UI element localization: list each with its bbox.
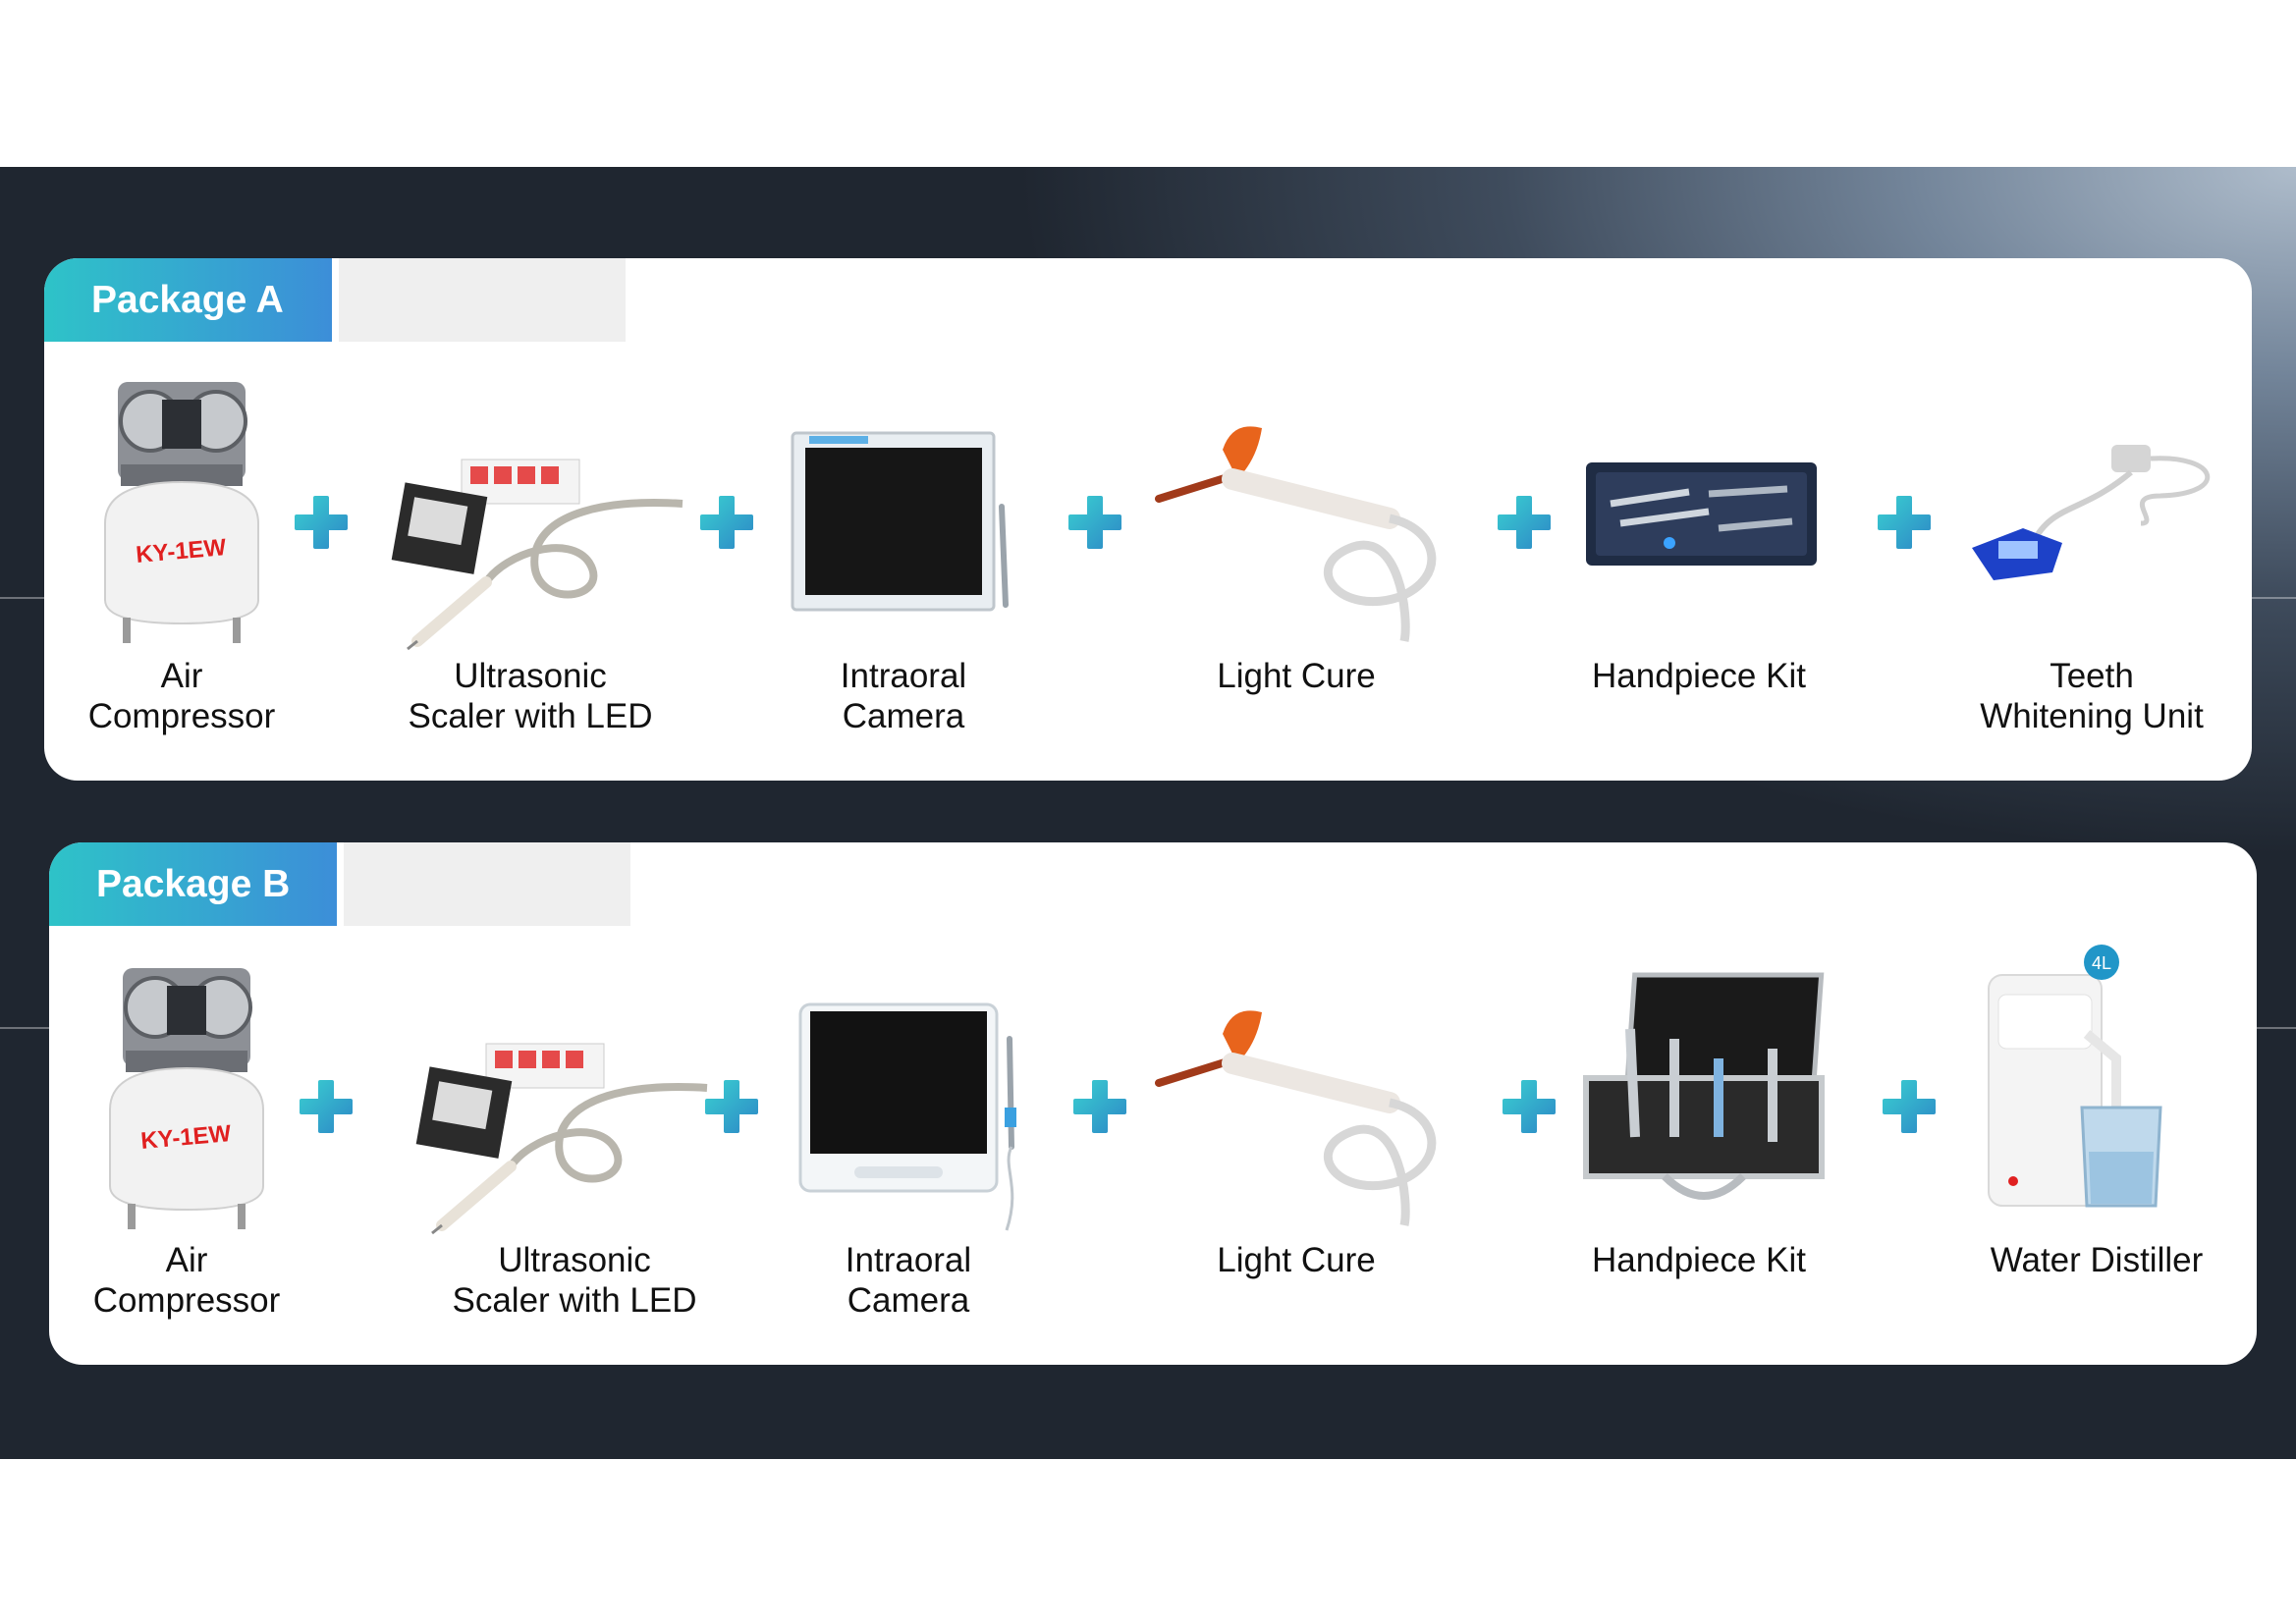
item-label: Light Cure (1217, 657, 1376, 695)
plus-icon (300, 1080, 353, 1133)
ultrasonic-scaler-icon (412, 1039, 727, 1235)
ultrasonic-scaler-icon (388, 455, 702, 651)
air-compressor-icon: KY-1EW (93, 376, 270, 646)
light-cure-icon (1154, 1004, 1458, 1230)
plus-icon (1073, 1080, 1126, 1133)
divider-line (2252, 597, 2296, 599)
divider-line (2249, 1027, 2296, 1029)
package-a-tag: Package A (44, 258, 332, 342)
plus-icon (295, 496, 348, 549)
item-label: Water Distiller (1990, 1241, 2204, 1279)
divider-line (0, 597, 44, 599)
package-b-tag: Package B (49, 842, 337, 926)
package-tab-blank (339, 258, 626, 342)
item-label: Handpiece Kit (1592, 1241, 1806, 1279)
plus-icon (705, 1080, 758, 1133)
item-label: Light Cure (1217, 1241, 1376, 1279)
package-a-card: Package A KY-1EW (44, 258, 2252, 781)
package-b-card: Package B KY-1EW (49, 842, 2257, 1365)
capacity-badge: 4L (2092, 953, 2111, 973)
light-cure-icon (1154, 420, 1458, 646)
teeth-whitening-icon (1964, 435, 2229, 592)
plus-icon (1883, 1080, 1936, 1133)
plus-icon (1503, 1080, 1556, 1133)
handpiece-kit-icon (1581, 455, 1822, 572)
package-title: Package A (91, 278, 284, 321)
air-compressor-icon: KY-1EW (98, 962, 275, 1232)
package-title: Package B (96, 862, 291, 905)
intraoral-camera-icon (788, 428, 1018, 624)
package-tab-blank (344, 842, 630, 926)
plus-icon (700, 496, 753, 549)
plus-icon (1498, 496, 1551, 549)
plus-icon (1068, 496, 1121, 549)
item-label: Handpiece Kit (1592, 657, 1806, 695)
divider-line (0, 1027, 49, 1029)
intraoral-camera-icon (795, 1000, 1026, 1235)
water-distiller-icon: 4L (1979, 941, 2185, 1216)
plus-icon (1878, 496, 1931, 549)
handpiece-kit-icon (1581, 970, 1831, 1216)
